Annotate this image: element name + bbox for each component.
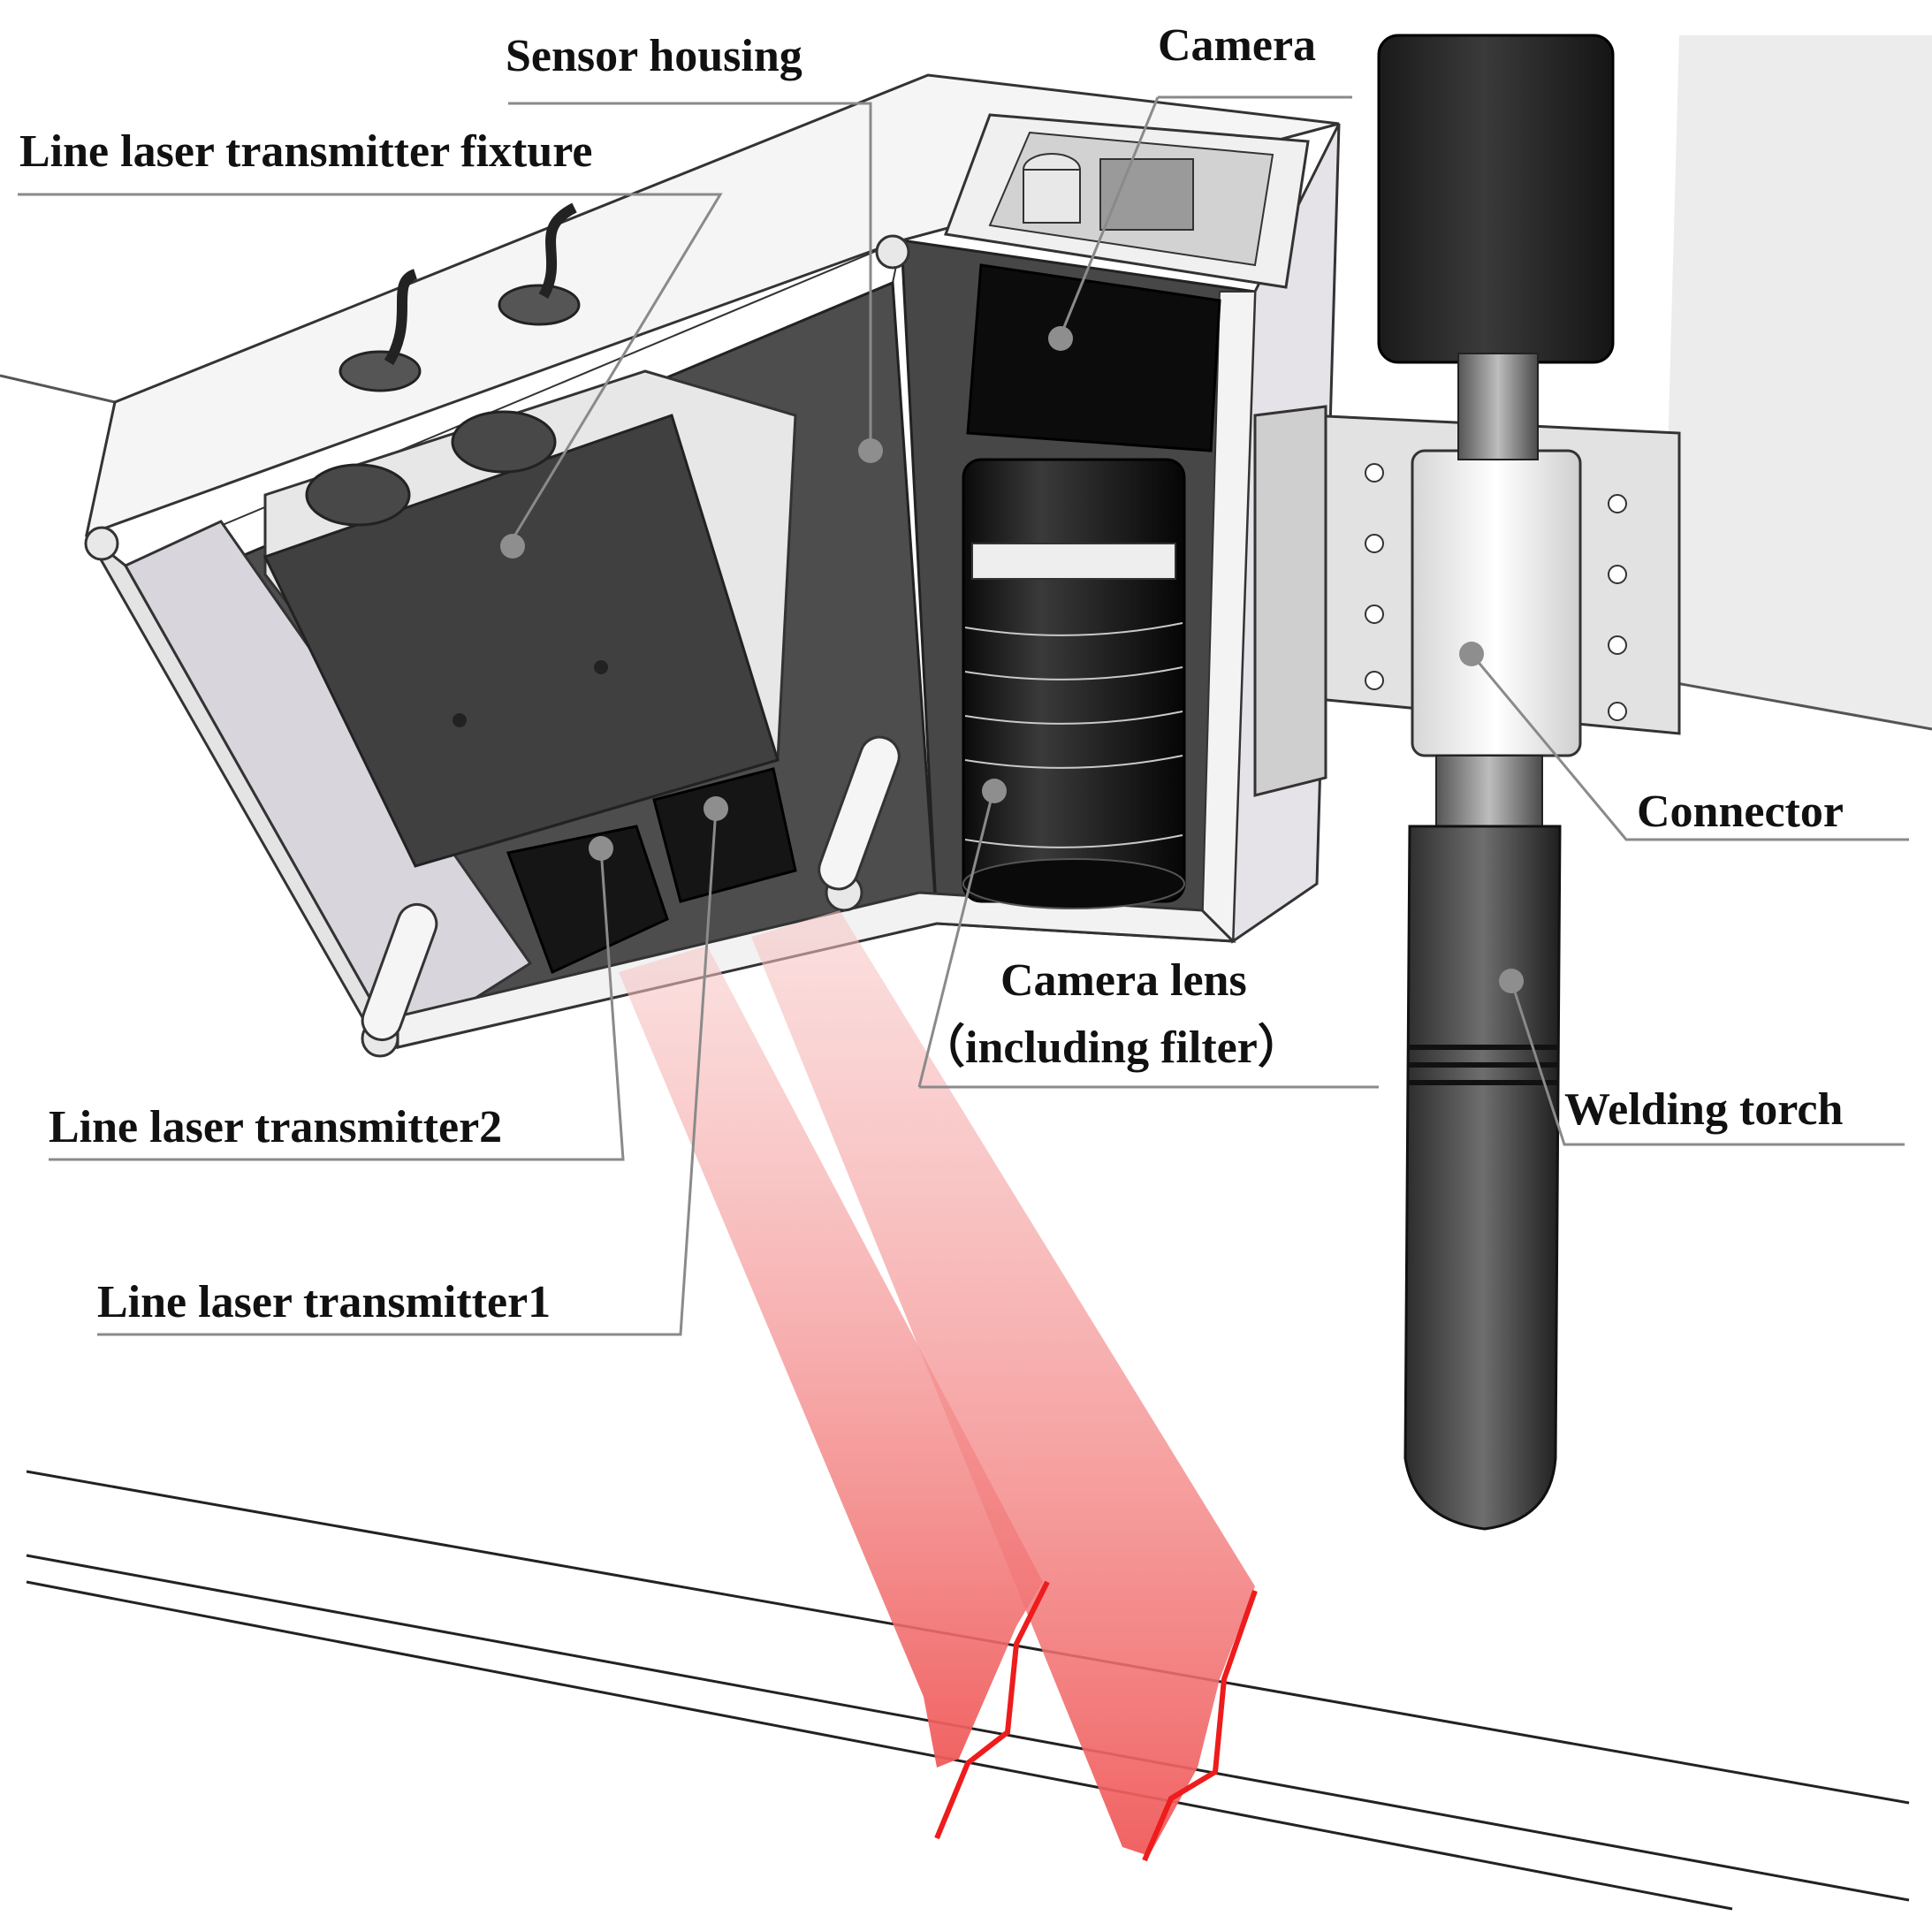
welding-torch-pointer	[1499, 969, 1524, 993]
label-camera-lens-1: Camera lens	[1000, 955, 1247, 1006]
camera-module	[943, 113, 1310, 452]
laser-fixture	[262, 369, 797, 868]
sensor-housing-pointer	[858, 438, 883, 463]
connector	[1253, 405, 1681, 797]
labels: Sensor housing Camera Line laser transmi…	[19, 20, 1844, 1327]
label-camera-lens-2: （including filter）	[919, 1022, 1304, 1073]
fixture-pointer	[500, 534, 525, 559]
leader-lines	[18, 95, 1909, 1336]
laser-transmitter-2	[506, 825, 669, 975]
welding-torch	[1377, 34, 1615, 1531]
laser-beam-1	[619, 946, 1043, 1768]
label-transmitter2: Line laser transmitter2	[49, 1102, 502, 1152]
label-camera: Camera	[1158, 20, 1316, 71]
label-connector: Connector	[1637, 787, 1844, 837]
laser-beam-2	[751, 910, 1255, 1856]
laser-stripes	[934, 1580, 1258, 1862]
connector-pointer	[1459, 642, 1484, 666]
camera-lens	[962, 458, 1186, 909]
laser-transmitter-1	[652, 767, 797, 903]
camera-pointer	[1048, 326, 1073, 351]
label-sensor-housing: Sensor housing	[506, 31, 802, 81]
label-welding-torch: Welding torch	[1564, 1084, 1843, 1135]
background-wall	[0, 35, 1932, 731]
label-pointers	[500, 326, 1524, 993]
camera-lens-pointer	[982, 779, 1007, 803]
label-fixture: Line laser transmitter fixture	[19, 126, 592, 177]
label-transmitter1: Line laser transmitter1	[97, 1277, 551, 1327]
transmitter2-pointer	[589, 836, 613, 861]
transmitter1-pointer	[704, 796, 728, 821]
